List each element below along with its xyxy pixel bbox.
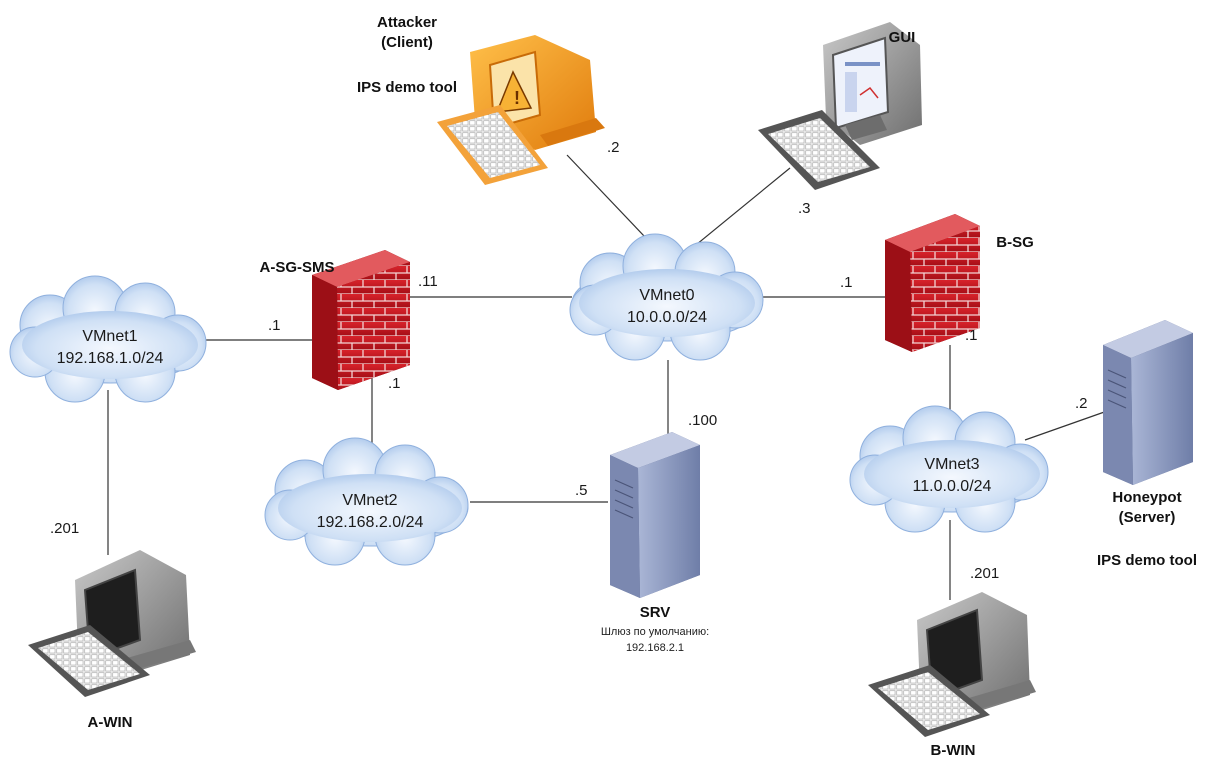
addr-a-sg-vmnet1: .1 — [268, 317, 281, 334]
vmnet3-name: VMnet3 — [924, 456, 979, 473]
addr-honeypot: .2 — [1075, 395, 1088, 412]
addr-a-sg-vmnet0: .11 — [418, 273, 438, 290]
vmnet0-name: VMnet0 — [639, 287, 694, 304]
honeypot-tool: IPS demo tool — [1097, 552, 1197, 569]
attacker-tool: IPS demo tool — [357, 79, 457, 96]
svg-text:!: ! — [514, 88, 520, 108]
a-win-computer-icon — [28, 550, 196, 697]
addr-a-win: .201 — [50, 520, 79, 537]
srv-gateway-label: Шлюз по умолчанию: — [601, 626, 709, 638]
b-win-label: B-WIN — [931, 742, 976, 759]
srv-server-icon — [610, 432, 700, 598]
cloud-vmnet3: VMnet3 11.0.0.0/24 — [849, 405, 1049, 533]
vmnet3-subnet: 11.0.0.0/24 — [913, 478, 992, 495]
addr-b-win: .201 — [970, 565, 999, 582]
addr-a-sg-vmnet2: .1 — [388, 375, 401, 392]
link-vmnet3-honeypot — [1024, 409, 1111, 441]
honeypot-title: Honeypot — [1112, 489, 1181, 506]
gui-label: GUI — [889, 29, 916, 46]
cloud-vmnet1: VMnet1 192.168.1.0/24 — [9, 275, 207, 403]
cloud-vmnet0: VMnet0 10.0.0.0/24 — [569, 233, 764, 361]
b-win-computer-icon — [868, 592, 1036, 737]
addr-b-sg-vmnet0: .1 — [840, 274, 853, 291]
addr-b-sg-vmnet3: .1 — [965, 327, 978, 344]
attacker-subtitle: (Client) — [381, 34, 433, 51]
gui-computer-icon — [758, 22, 922, 190]
addr-srv-vmnet0: .100 — [688, 412, 717, 429]
a-win-label: A-WIN — [88, 714, 133, 731]
attacker-title: Attacker — [377, 14, 437, 31]
honeypot-subtitle: (Server) — [1119, 509, 1176, 526]
addr-gui: .3 — [798, 200, 811, 217]
attacker-computer-icon: ! — [437, 35, 605, 185]
cloud-vmnet2: VMnet2 192.168.2.0/24 — [264, 437, 469, 566]
addr-srv-vmnet2: .5 — [575, 482, 588, 499]
vmnet1-name: VMnet1 — [82, 328, 137, 345]
vmnet0-subnet: 10.0.0.0/24 — [627, 309, 707, 326]
srv-label: SRV — [640, 604, 671, 621]
firewall-b-sg-icon — [885, 214, 980, 352]
b-sg-label: B-SG — [996, 234, 1034, 251]
vmnet1-subnet: 192.168.1.0/24 — [57, 350, 164, 367]
honeypot-server-icon — [1103, 320, 1193, 485]
srv-gateway-ip: 192.168.2.1 — [626, 642, 684, 654]
a-sg-sms-label: A-SG-SMS — [260, 259, 335, 276]
addr-attacker: .2 — [607, 139, 620, 156]
vmnet2-subnet: 192.168.2.0/24 — [317, 514, 424, 531]
firewall-a-sg-sms-icon — [312, 250, 410, 390]
vmnet2-name: VMnet2 — [342, 492, 397, 509]
